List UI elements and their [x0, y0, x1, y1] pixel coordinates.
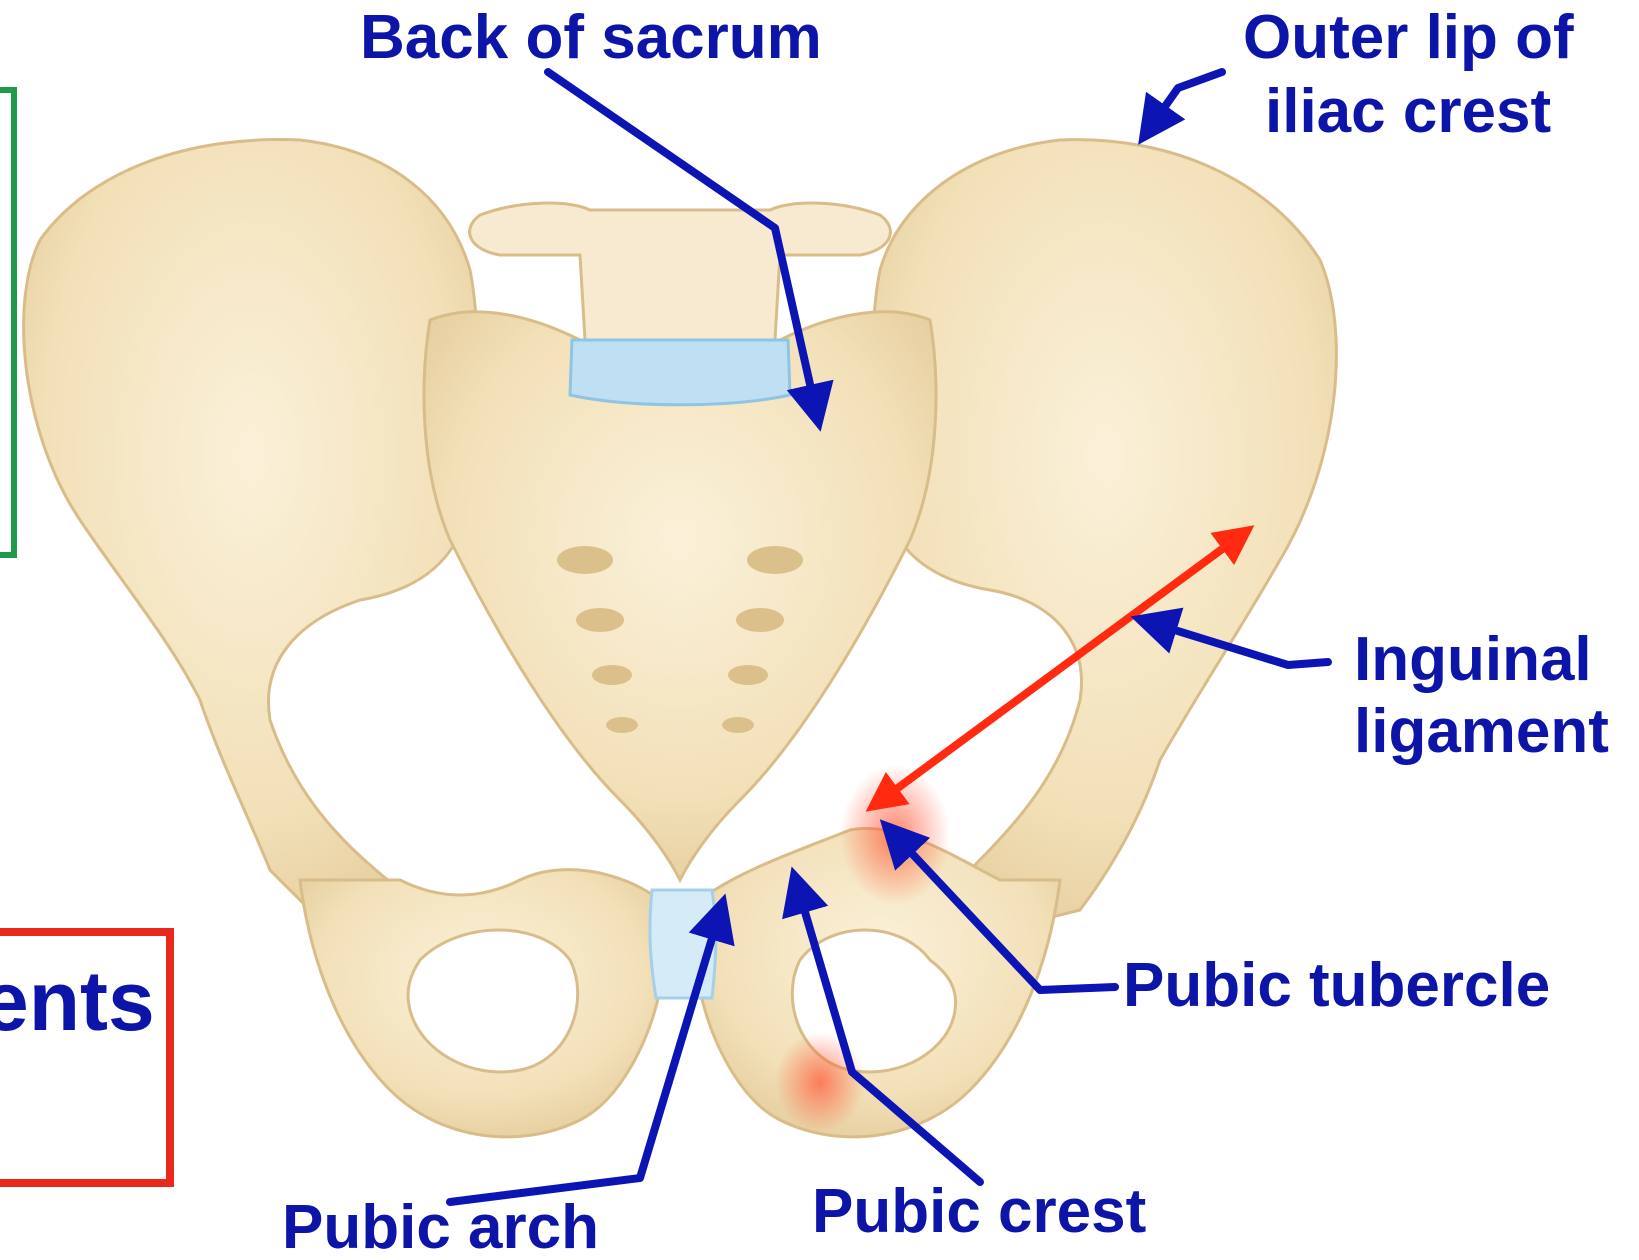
green-frame — [0, 90, 14, 555]
label-outer-lip-line1: Outer lip of — [1243, 3, 1574, 72]
label-outer-lip-line2: iliac crest — [1265, 77, 1551, 146]
left-ilium — [24, 140, 478, 930]
partial-text: ents — [0, 954, 155, 1048]
label-pubic-tubercle: Pubic tubercle — [1123, 951, 1550, 1020]
label-inguinal-line2: ligament — [1354, 697, 1609, 766]
crest-highlight — [775, 1032, 865, 1132]
label-inguinal-line1: Inguinal — [1354, 625, 1592, 694]
intervertebral-disc — [570, 340, 790, 405]
pubic-symphysis — [650, 890, 716, 998]
label-pubic-crest: Pubic crest — [812, 1177, 1146, 1246]
label-back-of-sacrum: Back of sacrum — [360, 3, 822, 72]
left-pubis — [300, 870, 660, 1137]
pointer-outer-lip — [1145, 72, 1222, 135]
label-pubic-arch: Pubic arch — [282, 1193, 599, 1260]
